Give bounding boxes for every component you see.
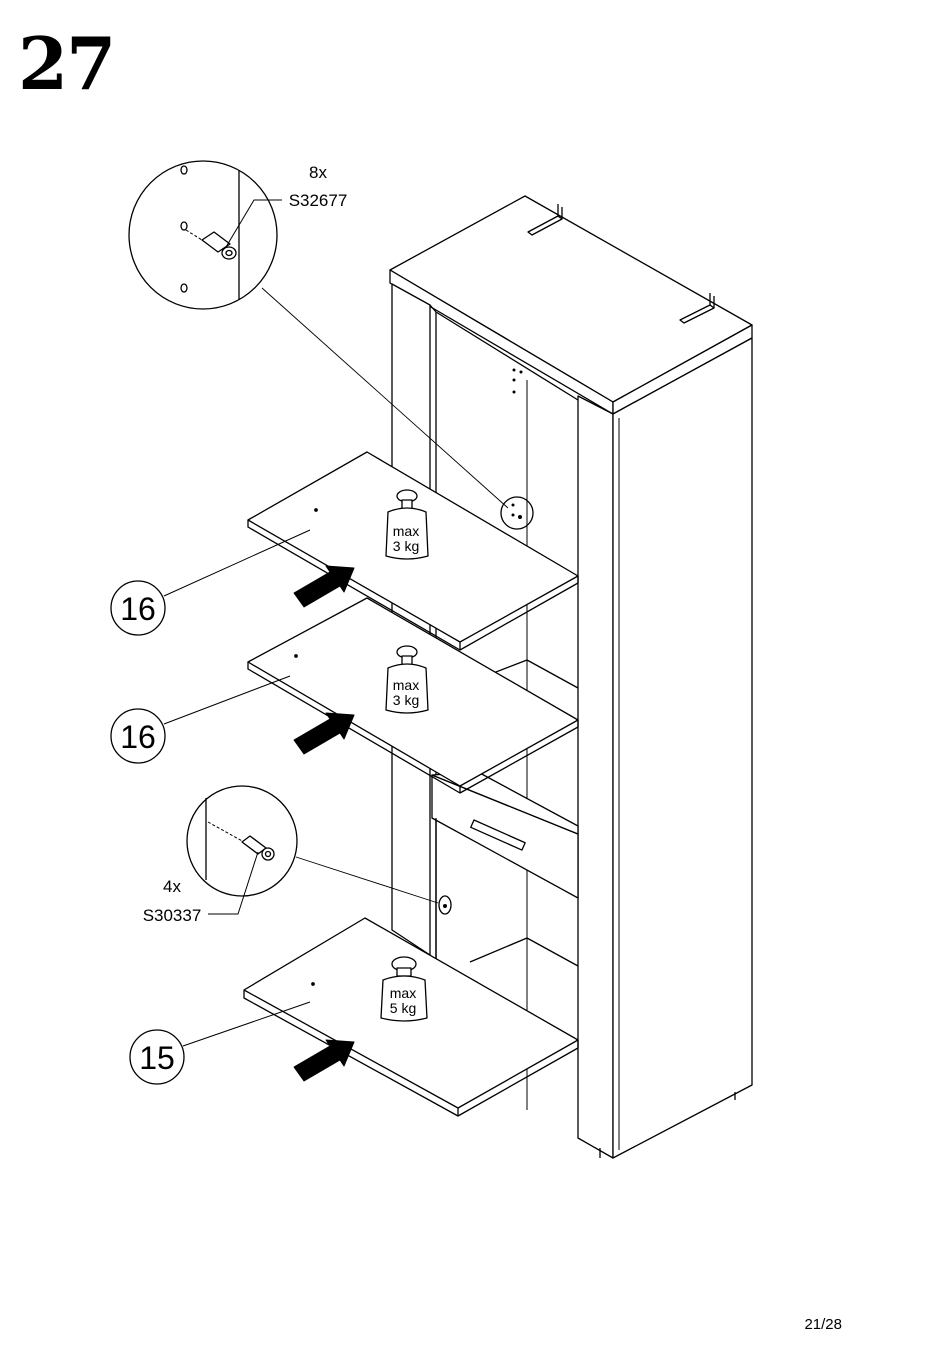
shelf-pin-icon [241, 835, 275, 861]
page-number: 21/28 [804, 1316, 842, 1333]
cabinet-right-side-panel [612, 337, 753, 1159]
pin-holes [512, 368, 523, 394]
shelf-pin-detail-bottom [186, 785, 298, 915]
hardware-qty: 4x [163, 877, 181, 896]
weight-label-line2: 3 kg [393, 538, 419, 554]
insert-arrow-icon [293, 565, 355, 608]
weight-label-line1: max [393, 677, 419, 693]
step-number: 27 [18, 21, 116, 106]
weight-icon [380, 956, 428, 1022]
weight-label-line2: 3 kg [393, 692, 419, 708]
weight-label-line1: max [393, 523, 419, 539]
hardware-qty: 8x [309, 163, 327, 182]
part-callout [110, 708, 166, 764]
hardware-code: S32677 [289, 191, 348, 210]
part-callout [129, 1029, 185, 1085]
weight-icon [385, 645, 429, 714]
insert-arrow-icon [293, 1039, 355, 1082]
insert-arrow-icon [293, 712, 355, 755]
weight-icon [385, 489, 429, 560]
weight-label-line2: 5 kg [390, 1000, 416, 1016]
cabinet [389, 195, 753, 1159]
part-number: 16 [120, 591, 156, 627]
pin-location-marker [500, 496, 534, 530]
part-callout [110, 580, 166, 636]
cabinet-right-front-panel [577, 395, 614, 1159]
wall-bracket-left [527, 204, 563, 236]
shelf-pin-detail-top [128, 160, 282, 310]
weight-label-line1: max [390, 985, 416, 1001]
part-number: 16 [120, 719, 156, 755]
part-number: 15 [139, 1040, 175, 1076]
hardware-code: S30337 [143, 906, 202, 925]
drawer-handle [470, 819, 526, 851]
shelf-pin-icon [201, 231, 237, 260]
wall-bracket-right [679, 293, 715, 324]
